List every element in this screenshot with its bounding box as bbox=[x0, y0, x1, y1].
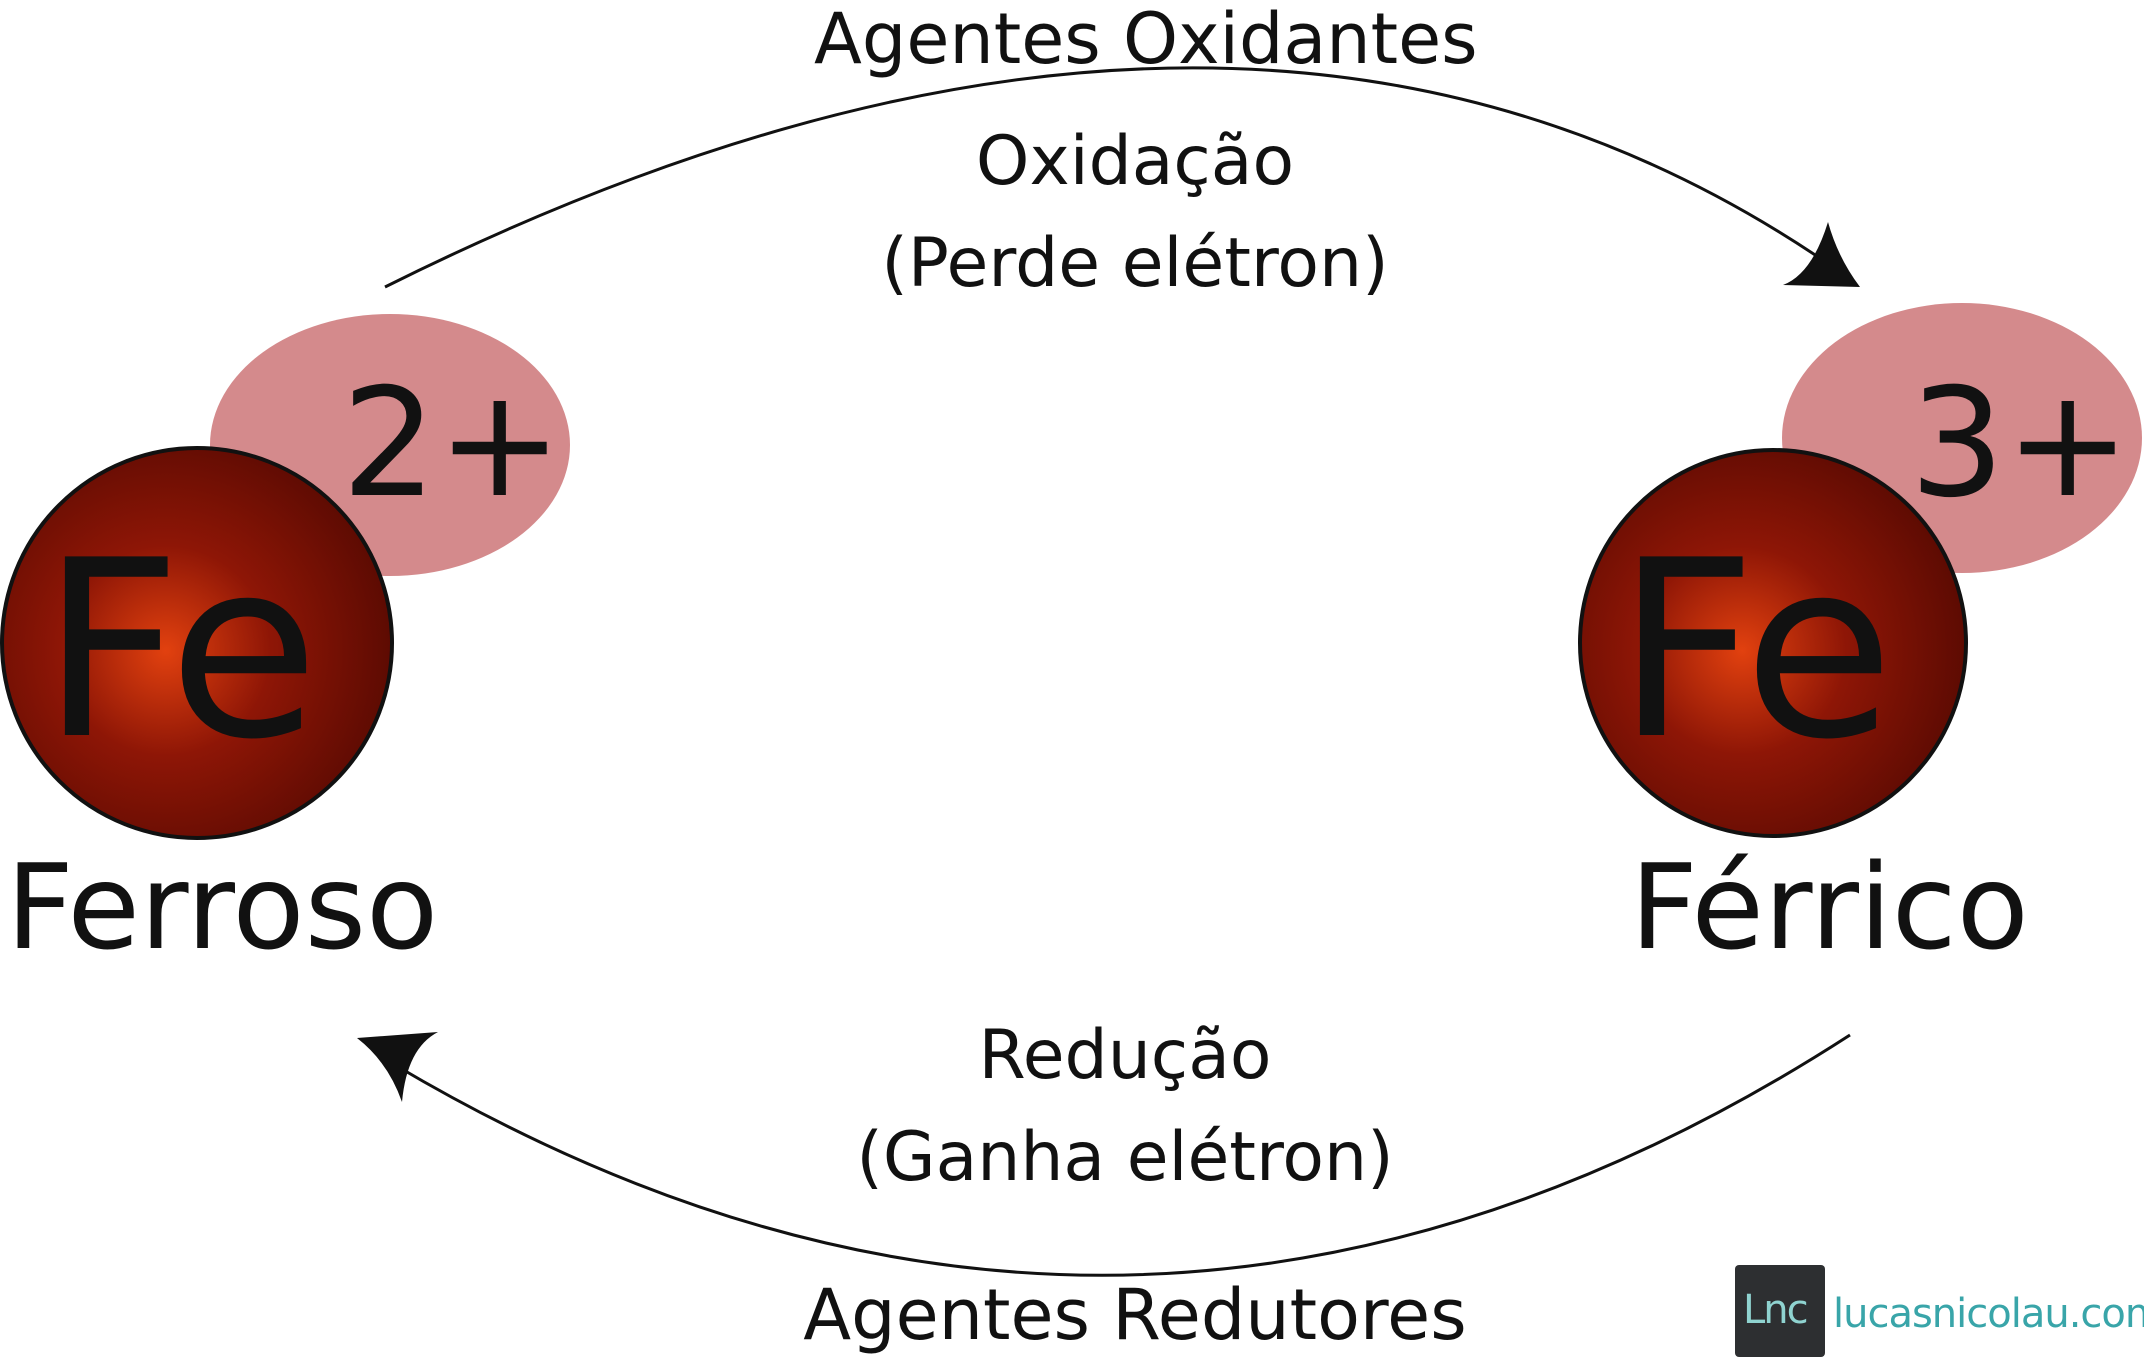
iron-atom-left bbox=[0, 446, 394, 840]
site-url: lucasnicolau.com bbox=[1833, 1291, 2144, 1337]
ferrous-ion: Fe 2+ bbox=[0, 314, 570, 840]
charge-label-right: 3+ bbox=[1909, 357, 2130, 531]
gains-electron-label: (Ganha elétron) bbox=[856, 1118, 1394, 1197]
reduction-arrowhead bbox=[357, 1032, 438, 1102]
ferric-ion: Fe 3+ bbox=[1578, 303, 2142, 838]
reduction-label: Redução bbox=[978, 1016, 1272, 1095]
element-symbol-right: Fe bbox=[1616, 508, 1894, 793]
oxidizing-agents-label: Agentes Oxidantes bbox=[814, 0, 1478, 80]
site-watermark: Lnc lucasnicolau.com bbox=[1735, 1265, 2144, 1360]
reducing-agents-label: Agentes Redutores bbox=[803, 1274, 1467, 1356]
oxidation-arrow bbox=[384, 66, 1831, 289]
element-symbol-left: Fe bbox=[41, 508, 319, 793]
charge-label-left: 2+ bbox=[341, 357, 562, 531]
ferric-name: Férrico bbox=[1630, 838, 2029, 976]
logo-monogram: Lnc bbox=[1743, 1287, 1809, 1333]
ferrous-name: Ferroso bbox=[6, 838, 439, 976]
oxidation-label: Oxidação bbox=[975, 122, 1295, 201]
reduction-arrow bbox=[394, 1033, 1851, 1277]
iron-atom-right bbox=[1578, 448, 1968, 838]
oxidation-arrowhead bbox=[1783, 222, 1860, 287]
logo-badge: Lnc bbox=[1735, 1265, 1825, 1357]
loses-electron-label: (Perde elétron) bbox=[881, 224, 1389, 303]
